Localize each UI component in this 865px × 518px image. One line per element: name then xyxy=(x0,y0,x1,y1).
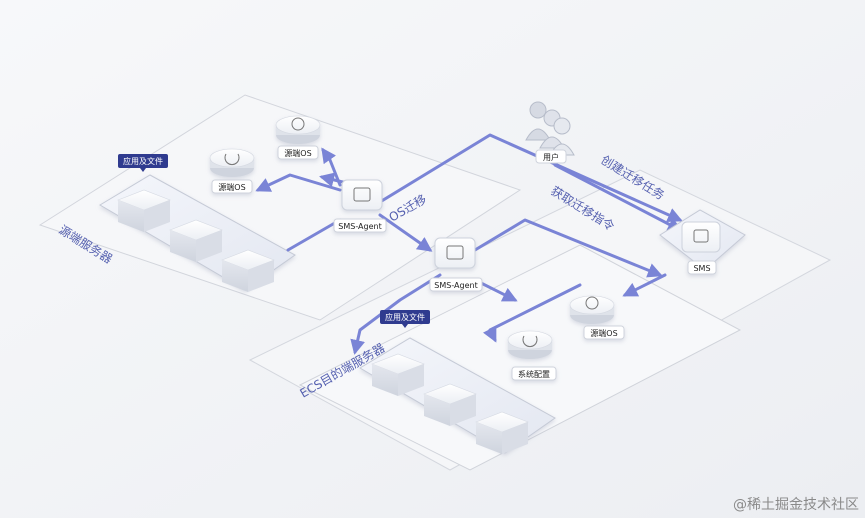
source-region-plane xyxy=(38,94,522,321)
flow-to-system-config xyxy=(482,283,582,343)
sms-agent-source-label: SMS-Agent xyxy=(338,222,381,231)
source-app-files-text: 应用及文件 xyxy=(123,156,163,166)
flow-agent-target-to-sms xyxy=(473,218,663,278)
flow-os-migration xyxy=(378,213,433,252)
flow-agent-to-source-os-top xyxy=(321,147,342,187)
sms-agent-target-node: SMS-Agent xyxy=(429,237,483,292)
sms-agent-source-node: SMS-Agent xyxy=(333,179,387,233)
source-os-target-node: 源端OS xyxy=(569,295,625,340)
target-app-files-badge: 应用及文件 xyxy=(380,310,430,328)
system-config-label: 系统配置 xyxy=(518,369,550,379)
sms-label: SMS xyxy=(693,264,710,273)
source-os-target-label: 源端OS xyxy=(590,328,617,338)
flow-agent-to-cloud xyxy=(373,133,683,222)
source-os-top-label: 源端OS xyxy=(284,148,311,158)
source-app-files-badge: 应用及文件 xyxy=(118,154,168,172)
user-label: 用户 xyxy=(543,152,559,162)
flow-user-to-sms xyxy=(553,163,683,232)
watermark: @稀土掘金技术社区 xyxy=(733,497,859,513)
sms-node: SMS xyxy=(659,209,746,275)
source-os-left-label: 源端OS xyxy=(218,182,245,192)
sms-agent-target-label: SMS-Agent xyxy=(434,281,477,290)
source-os-top-node: 源端OS xyxy=(275,115,321,160)
flow-sms-to-source-os xyxy=(622,273,667,297)
source-os-left-node: 源端OS xyxy=(209,148,255,194)
target-app-files-text: 应用及文件 xyxy=(385,312,425,322)
user-node: 用户 xyxy=(525,101,575,164)
system-config-node: 系统配置 xyxy=(507,330,557,381)
flow-source-to-agent xyxy=(286,218,342,252)
